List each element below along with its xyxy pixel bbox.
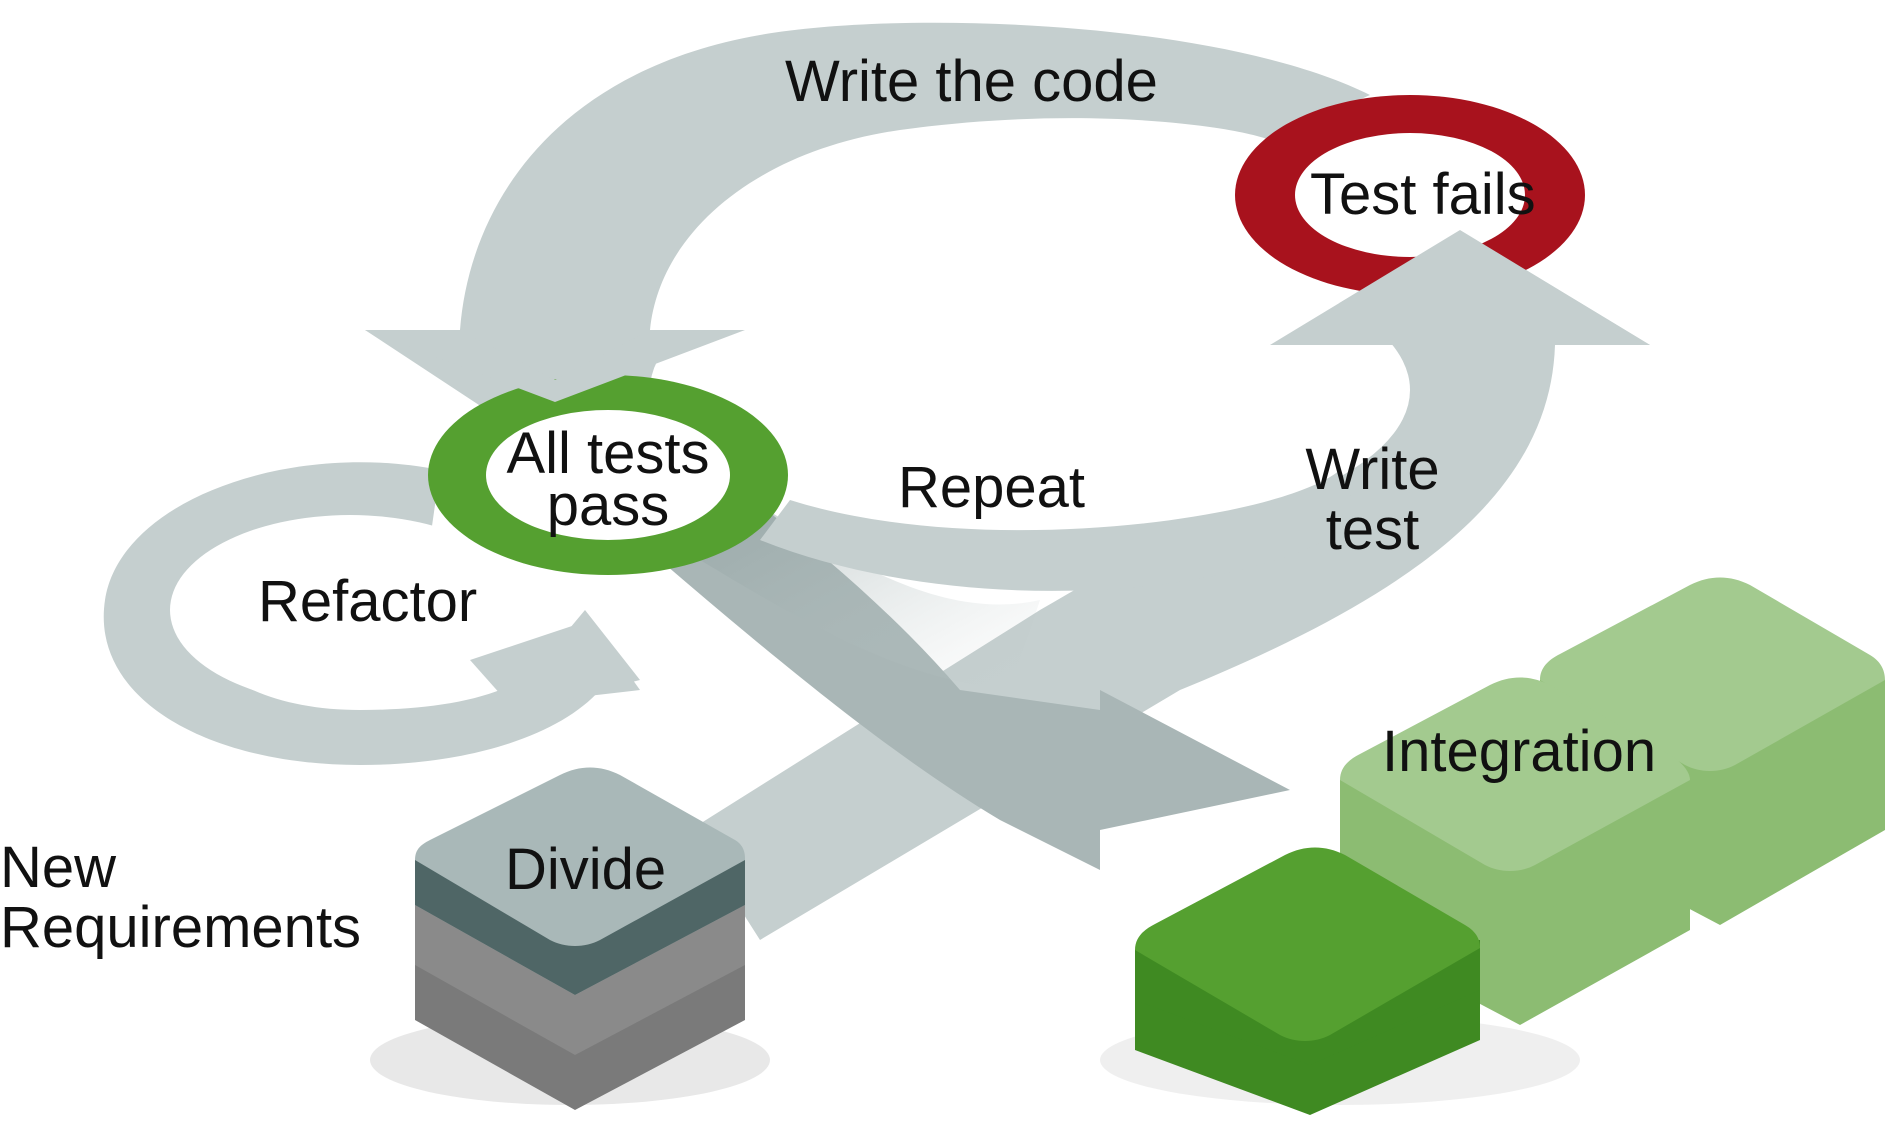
new-requirements-label: New Requirements <box>0 835 362 960</box>
test-fails-ring-hole <box>1295 133 1525 257</box>
all-tests-pass-ring-hole <box>486 410 730 540</box>
write-test-arrow-head <box>1270 230 1650 345</box>
refactor-interior <box>170 515 530 705</box>
repeat-loop-interior <box>650 240 1410 540</box>
refactor-label: Refactor <box>258 569 478 634</box>
all-tests-pass-label: All tests pass <box>506 421 710 538</box>
repeat-label: Repeat <box>898 455 1086 520</box>
divide-label: Divide <box>505 837 667 902</box>
integration-label: Integration <box>1382 719 1657 784</box>
refactor-arrow-head <box>470 620 640 705</box>
test-fails-label: Test fails <box>1310 162 1536 227</box>
repeat-loop-band <box>760 470 1360 591</box>
repeat-arrow-shadow <box>700 505 1040 690</box>
write-test-label: Write test <box>1305 437 1440 562</box>
write-code-arrow-head <box>365 330 745 402</box>
integration-blocks <box>1100 577 1885 1115</box>
write-code-arrow <box>365 22 1370 455</box>
divide-block <box>370 767 770 1110</box>
write-the-code-label: Write the code <box>785 49 1158 114</box>
